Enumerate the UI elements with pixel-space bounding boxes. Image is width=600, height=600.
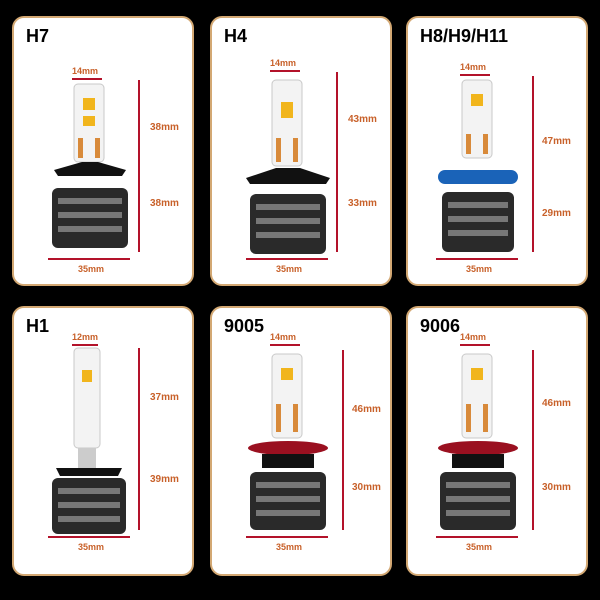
base-dimension-label: 35mm [466,264,493,274]
top-dimension-line [336,72,338,182]
width-dimension-line [72,78,102,80]
bottom-dimension-line [336,182,338,252]
base-dimension-label: 35mm [466,542,493,552]
bottom-dimension-label: 33mm [348,198,377,209]
bulb-icon [248,353,328,530]
width-dimension-line [460,74,490,76]
bulb-icon [438,79,518,252]
bulb-icon [52,347,126,534]
bottom-dimension-line [532,192,534,252]
bulb-icon [246,79,330,254]
top-dimension-line [138,348,140,450]
bottom-dimension-label: 30mm [352,482,381,493]
top-dimension-label: 37mm [150,392,179,403]
top-dimension-line [532,350,534,450]
panel-title: H7 [26,26,50,46]
top-dimension-line [342,350,344,450]
panel-h8-h9-h11: H8/H9/H11 14mm 47mm 29mm 35mm [406,16,588,286]
width-dimension-label: 14mm [72,66,99,76]
top-dimension-line [532,76,534,192]
base-dimension-line [246,258,328,260]
top-dimension-label: 46mm [352,404,381,415]
top-dimension-line [138,80,140,176]
panel-title: H1 [26,316,50,336]
bulb-icon [438,353,518,530]
bottom-dimension-label: 30mm [542,482,571,493]
width-dimension-label: 14mm [270,332,297,342]
width-dimension-label: 14mm [270,58,297,68]
top-dimension-label: 47mm [542,136,571,147]
top-dimension-label: 46mm [542,398,571,409]
panel-title: H4 [224,26,248,46]
base-dimension-line [48,258,130,260]
bottom-dimension-line [532,450,534,530]
base-dimension-line [48,536,130,538]
width-dimension-label: 12mm [72,332,99,342]
base-dimension-label: 35mm [78,264,105,274]
width-dimension-line [270,344,300,346]
width-dimension-label: 14mm [460,332,487,342]
base-dimension-line [436,536,518,538]
bottom-dimension-label: 38mm [150,198,179,209]
bottom-dimension-line [138,176,140,252]
width-dimension-label: 14mm [460,62,487,72]
base-dimension-label: 35mm [276,542,303,552]
panel-h7: H7 14mm 38mm 38mm 35mm [12,16,194,286]
width-dimension-line [270,70,300,72]
panel-9006: 9006 14mm 46mm 30mm 35mm [406,306,588,576]
base-dimension-line [436,258,518,260]
panel-title: 9006 [420,316,461,336]
bottom-dimension-label: 29mm [542,208,571,219]
width-dimension-line [460,344,490,346]
panel-9005: 9005 14mm 46mm 30mm 35mm [210,306,392,576]
bottom-dimension-line [138,450,140,530]
bulb-icon [52,83,128,248]
base-dimension-line [246,536,328,538]
panel-h1: H1 12mm 37mm 39mm 35mm [12,306,194,576]
panel-title: H8/H9/H11 [420,26,509,46]
top-dimension-label: 38mm [150,122,179,133]
panel-h4: H4 14mm 43mm 33mm 35mm [210,16,392,286]
bottom-dimension-line [342,450,344,530]
base-dimension-label: 35mm [78,542,105,552]
top-dimension-label: 43mm [348,114,377,125]
panel-title: 9005 [224,316,265,336]
bottom-dimension-label: 39mm [150,474,179,485]
base-dimension-label: 35mm [276,264,303,274]
width-dimension-line [72,344,98,346]
